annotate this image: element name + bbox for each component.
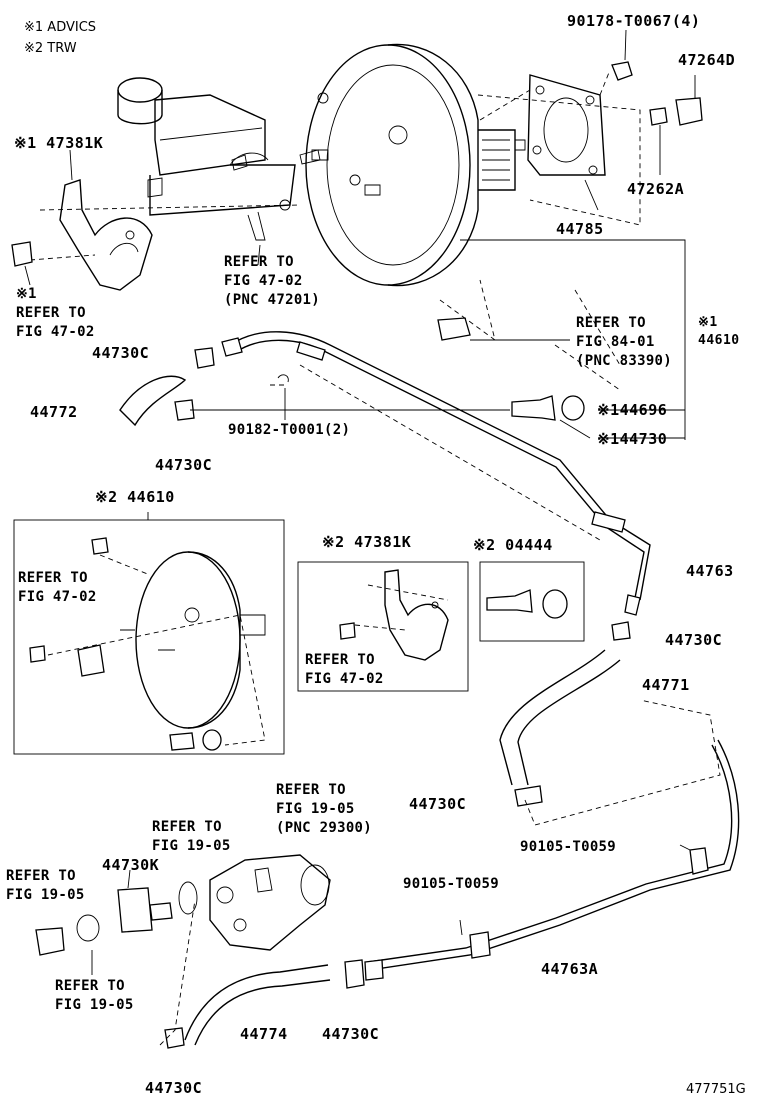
ref-fig-84-01[interactable]: REFER TO FIG 84-01 (PNC 83390) — [576, 315, 673, 369]
label-44730c-b[interactable]: 44730C — [155, 456, 213, 474]
note-trw: ※2 TRW — [24, 41, 77, 56]
label-44763a[interactable]: 44763A — [541, 960, 599, 978]
label-04444[interactable]: ※2 04444 — [473, 536, 553, 554]
ref-fig-19-05-c[interactable]: REFER TO FIG 19-05 — [55, 978, 134, 1013]
label-44730c-c[interactable]: 44730C — [665, 631, 723, 649]
nut-left-icon — [11, 241, 33, 286]
nut-90178-icon — [611, 29, 633, 81]
nut-47262a-icon — [649, 107, 668, 175]
master-cylinder — [117, 77, 321, 241]
vacuum-switch-icon — [437, 279, 570, 342]
ref-fig-19-05-a[interactable]: REFER TO FIG 19-05 — [152, 819, 231, 854]
hose-44771 — [499, 649, 621, 786]
ref-fig-19-05-pnc[interactable]: REFER TO FIG 19-05 (PNC 29300) — [276, 782, 373, 836]
trw-check-valve-box — [479, 561, 585, 642]
note-advics: ※1 ADVICS — [24, 20, 97, 35]
gasket-44785-icon — [477, 69, 641, 226]
label-47381k-advics[interactable]: ※1 47381K — [14, 134, 104, 152]
ref-fig-47-02-box-b[interactable]: REFER TO FIG 47-02 — [305, 652, 384, 687]
label-44771[interactable]: 44771 — [642, 676, 690, 694]
check-valve-44696-icon — [190, 395, 585, 421]
vacuum-pump — [209, 854, 331, 951]
hose-44772 — [119, 375, 187, 427]
label-90105-t0059-b[interactable]: 90105-T0059 — [403, 876, 500, 892]
label-47262a[interactable]: 47262A — [627, 180, 685, 198]
label-44785[interactable]: 44785 — [556, 220, 604, 238]
brake-booster — [305, 43, 526, 287]
label-90178-t0067[interactable]: 90178-T0067(4) — [567, 12, 701, 30]
label-44696[interactable]: ※144696 — [597, 401, 668, 419]
label-44610-advics[interactable]: ※1 44610 — [698, 315, 740, 348]
label-44730c-a[interactable]: 44730C — [92, 344, 150, 362]
figure-id: 477751G — [686, 1082, 746, 1097]
label-47264d[interactable]: 47264D — [678, 51, 736, 69]
label-44774[interactable]: 44774 — [240, 1025, 288, 1043]
ref-fig-47-02-left[interactable]: ※1 REFER TO FIG 47-02 — [16, 286, 95, 340]
clevis-47264d-icon — [675, 75, 703, 126]
cap-icon — [35, 914, 100, 956]
pipe-44763a — [364, 739, 740, 981]
label-44610-trw[interactable]: ※2 44610 — [95, 488, 175, 506]
label-90182-t0001[interactable]: 90182-T0001(2) — [228, 422, 351, 438]
label-44763[interactable]: 44763 — [686, 562, 734, 580]
fitting-44730k-icon — [117, 869, 173, 933]
ref-fig-19-05-b[interactable]: REFER TO FIG 19-05 — [6, 868, 85, 903]
trw-booster-box — [13, 519, 285, 755]
bracket-47381k-icon — [29, 149, 301, 291]
label-44730c-d[interactable]: 44730C — [409, 795, 467, 813]
hose-44774 — [184, 964, 331, 1046]
label-47381k-trw[interactable]: ※2 47381K — [322, 533, 412, 551]
label-44730c-e[interactable]: 44730C — [322, 1025, 380, 1043]
label-44772[interactable]: 44772 — [30, 403, 78, 421]
clamps — [174, 347, 631, 807]
vacuum-pipe-44763 — [221, 331, 651, 616]
label-44730c-f[interactable]: 44730C — [145, 1079, 203, 1097]
label-90105-t0059-a[interactable]: 90105-T0059 — [520, 839, 617, 855]
ref-fig-47-02-box-a[interactable]: REFER TO FIG 47-02 — [18, 570, 97, 605]
trw-bracket-box — [297, 561, 469, 692]
label-44730k[interactable]: 44730K — [102, 856, 160, 874]
ref-fig-47-02-pnc[interactable]: REFER TO FIG 47-02 (PNC 47201) — [224, 254, 321, 308]
label-44730-advics[interactable]: ※144730 — [597, 430, 668, 448]
